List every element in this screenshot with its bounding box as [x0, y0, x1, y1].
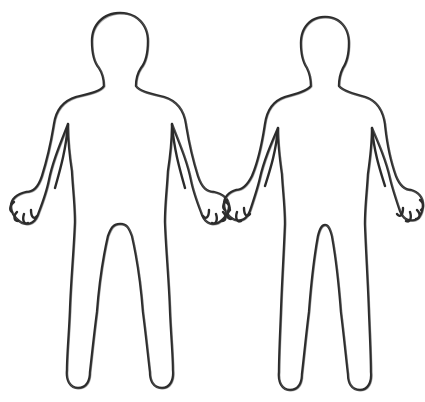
- body-outline-diagram: [0, 0, 425, 402]
- background: [0, 0, 425, 402]
